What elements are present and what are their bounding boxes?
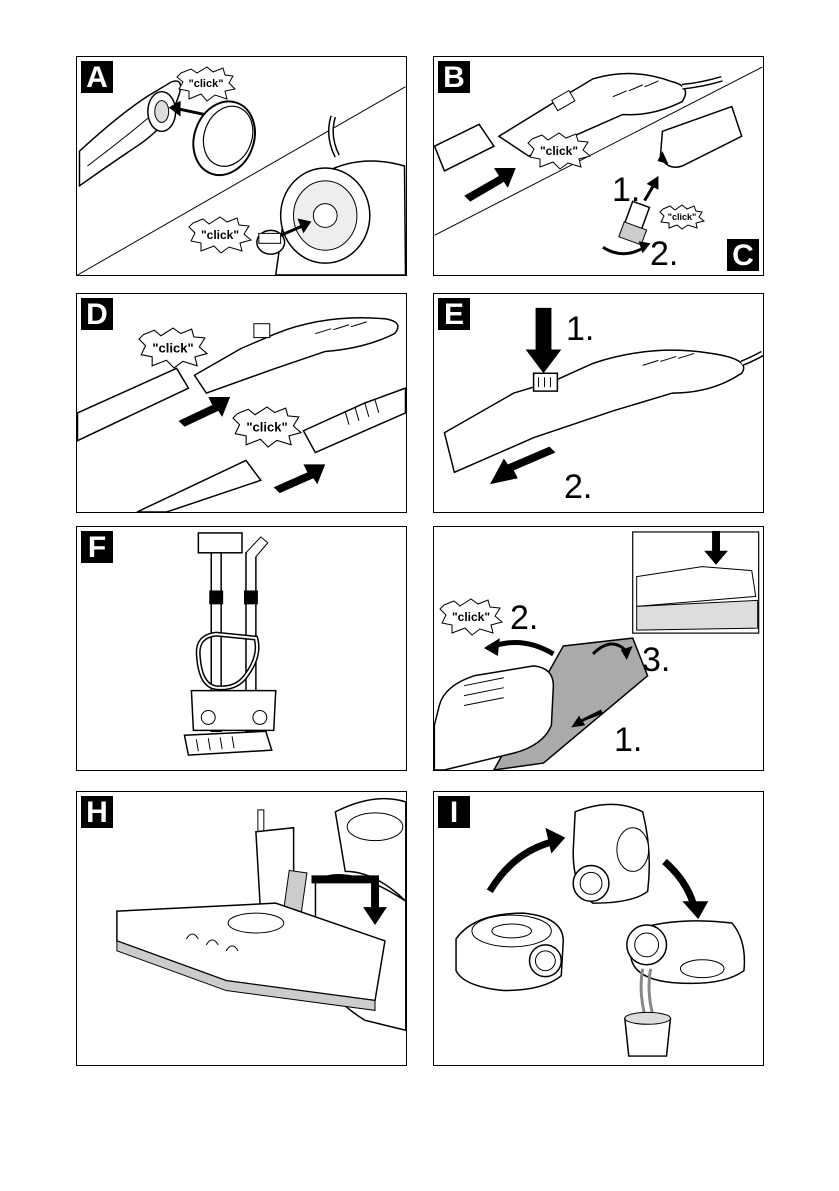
panel-f-letter: F xyxy=(81,531,113,563)
panel-d-click-2: "click" xyxy=(233,407,301,447)
panel-h-letter: H xyxy=(81,796,113,828)
panel-d-click-1: "click" xyxy=(139,328,207,368)
panel-a: A "click" "click" xyxy=(76,56,407,276)
panel-e-step-2: 2. xyxy=(564,470,592,504)
panel-g-step-1: 1. xyxy=(614,723,642,757)
panel-b-letter: B xyxy=(438,61,470,93)
panel-b: B C "click" "click" 1. 2. xyxy=(433,56,764,276)
panel-e-letter: E xyxy=(438,298,470,330)
panel-i: I xyxy=(433,791,764,1066)
panel-d: D "click" "click" xyxy=(76,293,407,513)
panel-g-step-2: 2. xyxy=(510,601,538,635)
panel-a-click-1: "click" xyxy=(177,67,235,101)
panel-i-illustration xyxy=(434,792,763,1065)
panel-b-step-2: 2. xyxy=(650,237,678,271)
panel-a-click-2: "click" xyxy=(189,217,251,253)
panel-e: E 1. 2. xyxy=(433,293,764,513)
panel-h-illustration xyxy=(77,792,406,1065)
panel-b-click-2: "click" xyxy=(660,205,704,229)
panel-d-illustration xyxy=(77,294,406,512)
panel-a-letter: A xyxy=(81,61,113,93)
panel-g-step-3: 3. xyxy=(642,643,670,677)
panel-b-illustration xyxy=(434,57,763,275)
panel-h: H xyxy=(76,791,407,1066)
panel-b-step-1: 1. xyxy=(612,173,640,207)
panel-b-click-1: "click" xyxy=(528,133,590,169)
panel-d-letter: D xyxy=(81,298,113,330)
panel-c-letter: C xyxy=(727,239,759,271)
panel-g-illustration xyxy=(434,527,763,770)
panel-f-illustration xyxy=(77,527,406,770)
panel-i-letter: I xyxy=(438,796,470,828)
panel-g: "click" 2. 3. 1. xyxy=(433,526,764,771)
panel-e-step-1: 1. xyxy=(566,312,594,346)
panel-f: F xyxy=(76,526,407,771)
panel-g-click: "click" xyxy=(440,599,502,635)
panel-e-illustration xyxy=(434,294,763,512)
